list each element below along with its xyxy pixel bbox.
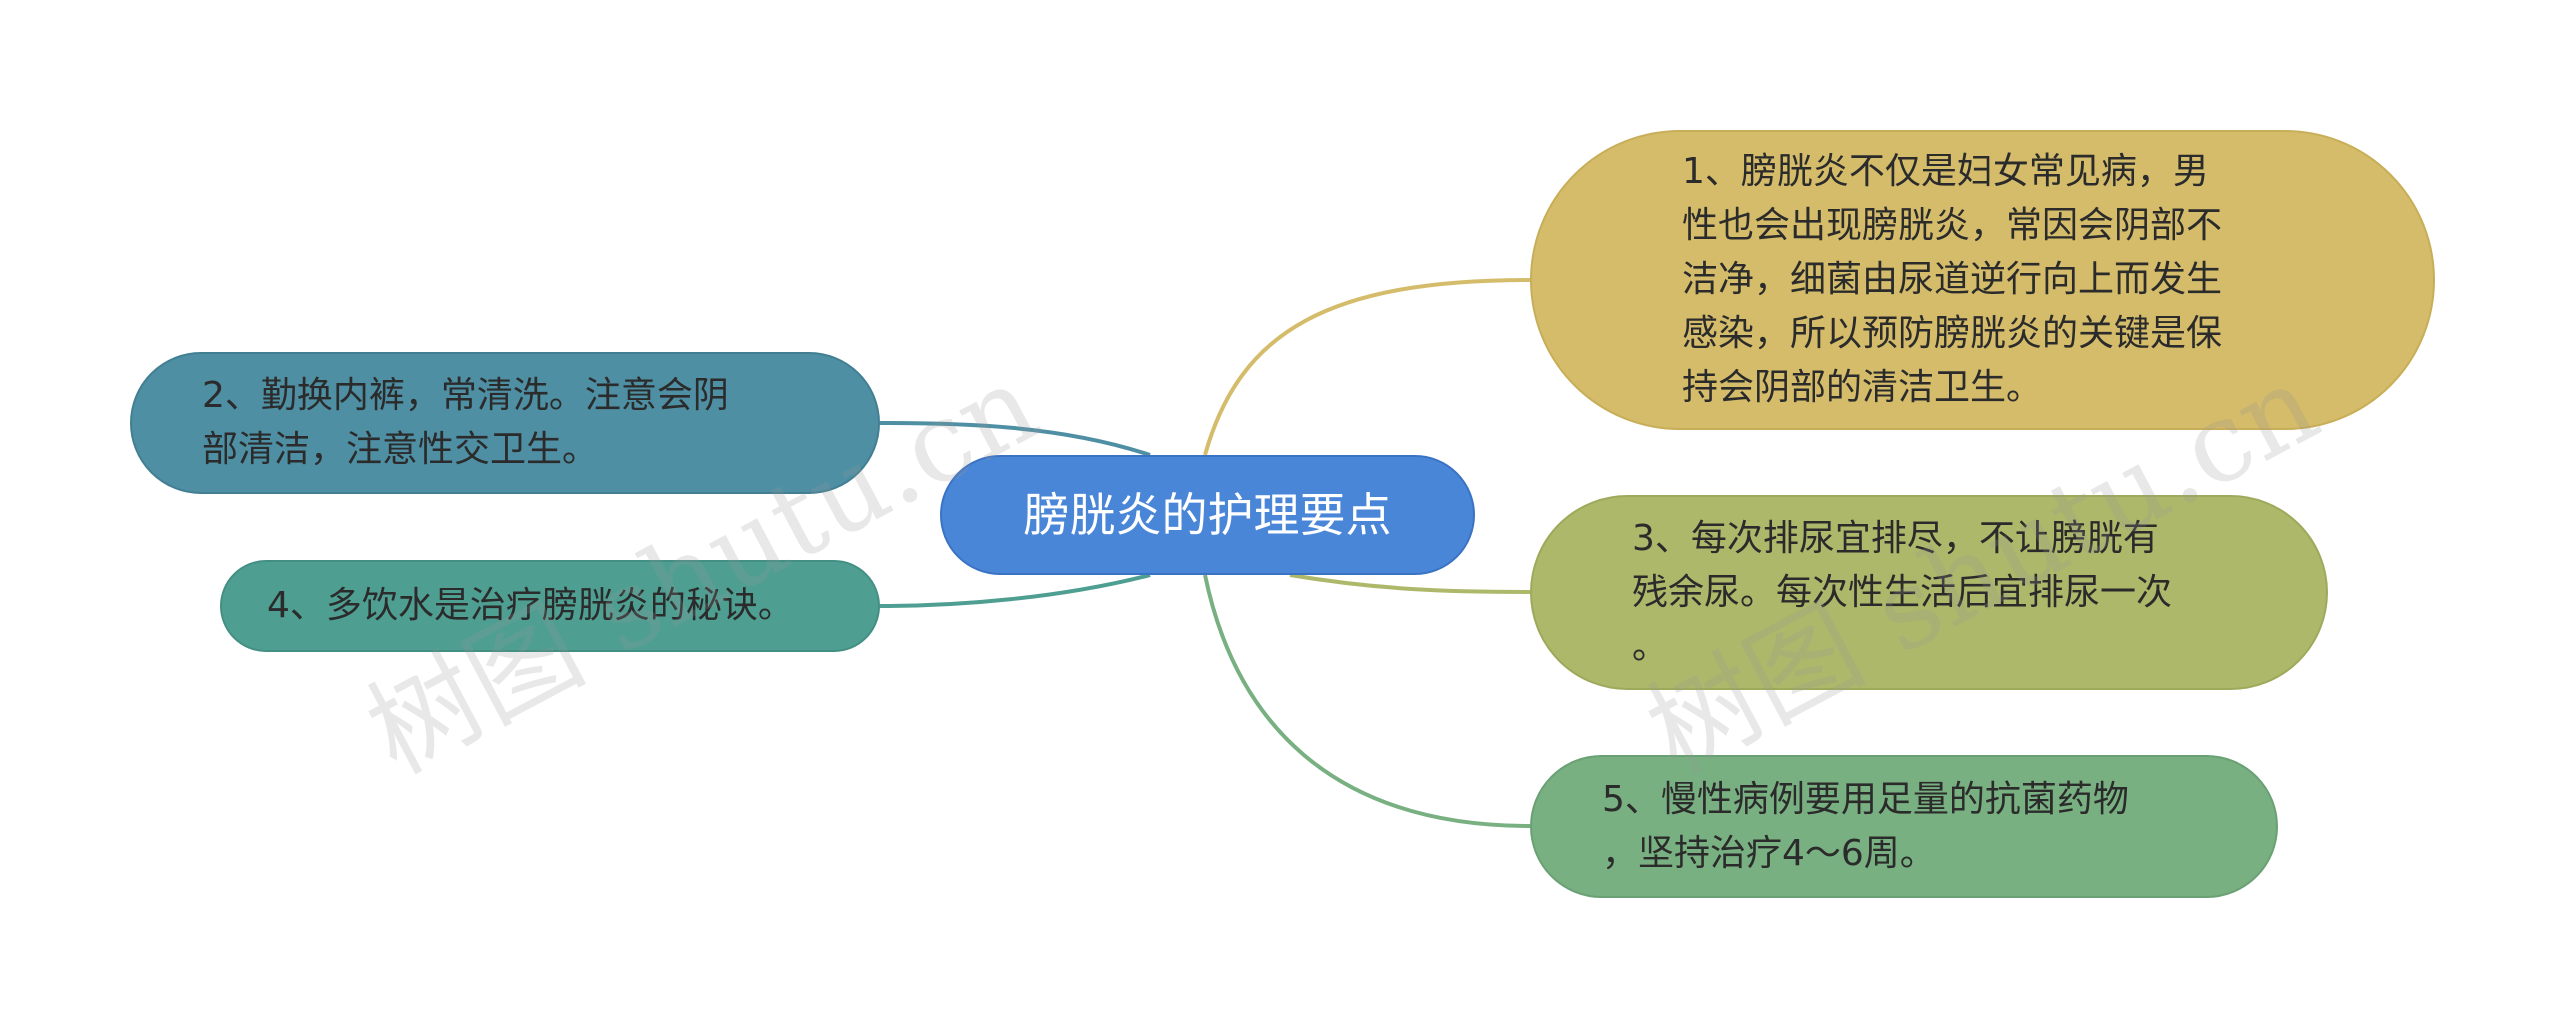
link-3 — [1289, 573, 1531, 594]
central-topic[interactable]: 膀胱炎的护理要点 — [940, 455, 1475, 575]
link-2 — [879, 421, 1151, 457]
topic-node-4[interactable]: 4、多饮水是治疗膀胱炎的秘诀。 — [220, 560, 880, 652]
link-5 — [1203, 574, 1531, 828]
topic-node-2[interactable]: 2、勤换内裤，常清洗。注意会阴 部清洁，注意性交卫生。 — [130, 352, 880, 494]
topic-node-3[interactable]: 3、每次排尿宜排尽，不让膀胱有 残余尿。每次性生活后宜排尿一次 。 — [1530, 495, 2328, 690]
topic-node-4-label: 4、多饮水是治疗膀胱炎的秘诀。 — [267, 585, 794, 626]
topic-node-3-label: 3、每次排尿宜排尽，不让膀胱有 残余尿。每次性生活后宜排尿一次 。 — [1632, 517, 2173, 667]
topic-node-5-label: 5、慢性病例要用足量的抗菌药物 ，坚持治疗4～6周。 — [1602, 778, 2129, 874]
topic-node-1-label: 1、膀胱炎不仅是妇女常见病，男 性也会出现膀胱炎，常因会阴部不 洁净，细菌由尿道… — [1682, 151, 2223, 408]
topic-node-1[interactable]: 1、膀胱炎不仅是妇女常见病，男 性也会出现膀胱炎，常因会阴部不 洁净，细菌由尿道… — [1530, 130, 2435, 430]
link-1 — [1203, 278, 1531, 456]
central-topic-label: 膀胱炎的护理要点 — [1023, 488, 1392, 542]
topic-node-2-label: 2、勤换内裤，常清洗。注意会阴 部清洁，注意性交卫生。 — [202, 375, 729, 470]
link-4 — [879, 573, 1151, 608]
topic-node-5[interactable]: 5、慢性病例要用足量的抗菌药物 ，坚持治疗4～6周。 — [1530, 755, 2278, 898]
